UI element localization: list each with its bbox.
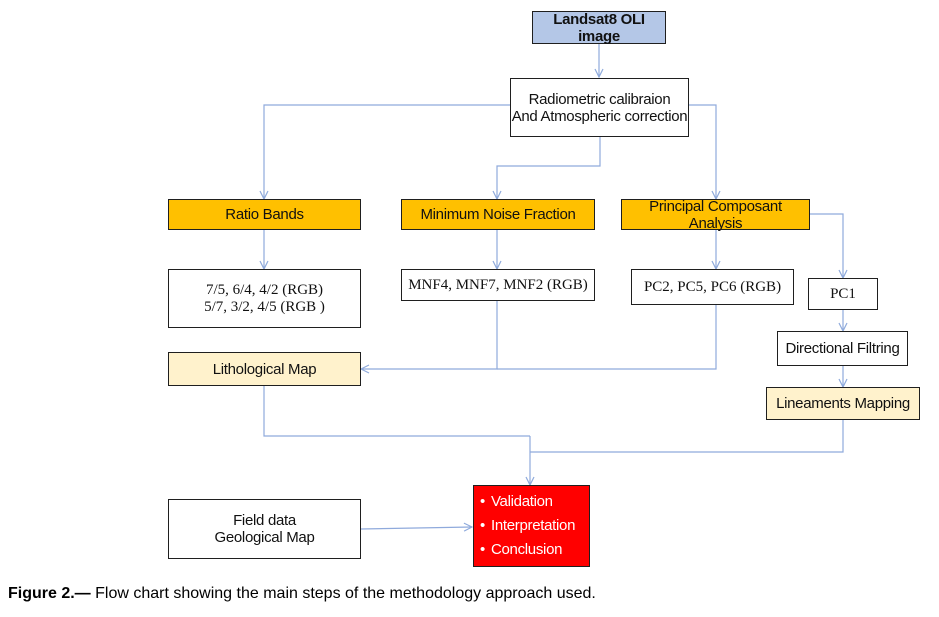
pc1-node: PC1 <box>808 278 878 310</box>
pca-label: Principal Composant Analysis <box>649 197 782 232</box>
calibration-line-1: Radiometric calibraion <box>528 90 671 108</box>
directional-filtering-label: Directional Filtring <box>785 340 900 357</box>
pca-node: Principal Composant Analysis <box>621 197 810 232</box>
directional-filtering-node: Directional Filtring <box>777 331 908 366</box>
line-lineaments-to-results <box>530 420 844 453</box>
figure-label: Figure 2.— <box>8 585 91 602</box>
results-node: Validation Interpretation Conclusion <box>473 485 590 567</box>
landsat-image-node: Landsat8 OLI image <box>532 10 666 45</box>
calibration-node: Radiometric calibraion And Atmospheric c… <box>510 78 689 137</box>
arrow-mnf-rgb-to-lithological <box>361 301 498 369</box>
ratio-bands-label: Ratio Bands <box>225 206 304 223</box>
mnf-node: Minimum Noise Fraction <box>401 199 595 230</box>
ratio-rgb-line-1: 7/5, 6/4, 4/2 (RGB) <box>205 281 324 298</box>
field-data-line-1: Field data <box>233 512 296 529</box>
mnf-rgb-node: MNF4, MNF7, MNF2 (RGB) <box>401 269 595 301</box>
pc1-label: PC1 <box>830 285 856 302</box>
lineaments-mapping-label: Lineaments Mapping <box>776 395 910 412</box>
figure-caption: Figure 2.— Flow chart showing the main s… <box>8 585 596 603</box>
figure-caption-text: Flow chart showing the main steps of the… <box>90 585 596 602</box>
pc-rgb-label: PC2, PC5, PC6 (RGB) <box>643 278 782 295</box>
arrow-calibration-to-mnf <box>497 137 601 199</box>
mnf-rgb-label: MNF4, MNF7, MNF2 (RGB) <box>408 276 588 293</box>
ratio-rgb-line-2: 5/7, 3/2, 4/5 (RGB ) <box>204 298 325 315</box>
results-item-validation: Validation <box>480 490 575 514</box>
arrow-pca-to-pc1 <box>810 213 843 278</box>
line-pc-rgb-to-lithological <box>497 305 717 370</box>
mnf-label: Minimum Noise Fraction <box>420 206 576 223</box>
arrow-calibration-to-ratio-bands <box>264 104 510 199</box>
field-data-line-2: Geological Map <box>214 529 315 546</box>
lithological-map-label: Lithological Map <box>212 360 317 378</box>
results-item-interpretation: Interpretation <box>480 514 576 538</box>
arrow-field-to-results <box>360 527 472 529</box>
ratio-bands-node: Ratio Bands <box>168 199 361 230</box>
arrow-calibration-to-pca <box>689 104 716 199</box>
results-list: Validation Interpretation Conclusion <box>480 490 576 562</box>
calibration-line-2: And Atmospheric correction <box>511 107 688 125</box>
landsat-image-label: Landsat8 OLI image <box>553 10 645 45</box>
lithological-map-node: Lithological Map <box>168 352 361 386</box>
ratio-rgb-node: 7/5, 6/4, 4/2 (RGB) 5/7, 3/2, 4/5 (RGB ) <box>168 269 361 328</box>
lineaments-mapping-node: Lineaments Mapping <box>766 387 920 420</box>
pc-rgb-node: PC2, PC5, PC6 (RGB) <box>631 269 794 305</box>
field-data-node: Field data Geological Map <box>168 499 361 559</box>
line-lithological-to-results <box>263 386 530 437</box>
results-item-conclusion: Conclusion <box>480 538 575 562</box>
